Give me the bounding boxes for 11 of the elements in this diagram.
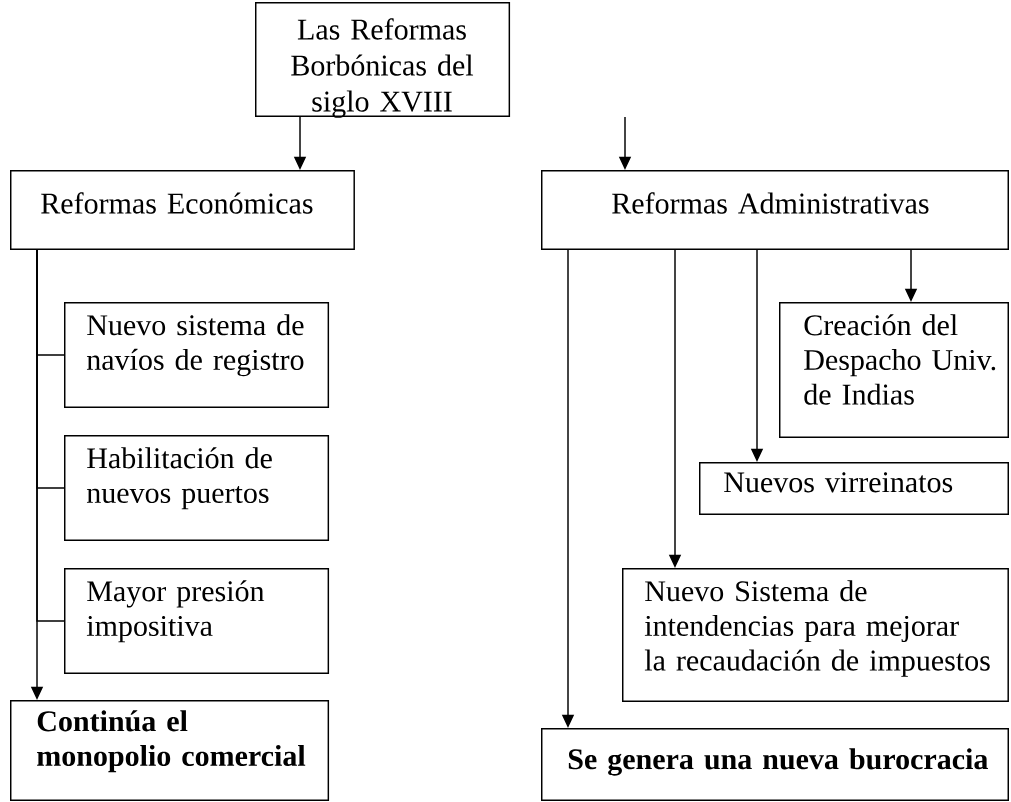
text-box: Se genera una nueva burocracia bbox=[541, 728, 1009, 801]
text-box: Nuevo sistema de navíos de registro bbox=[64, 302, 330, 408]
text-box: Nuevos virreinatos bbox=[699, 462, 1009, 515]
text-box: Creación del Despacho Univ. de Indias bbox=[779, 302, 1009, 438]
text-box: Continúa el monopolio comercial bbox=[10, 700, 330, 802]
title-box: Las Reformas Borbónicas del siglo XVIII bbox=[255, 2, 511, 118]
text-box: Reformas Económicas bbox=[10, 170, 355, 250]
text-box: Nuevo Sistema de intendencias para mejorar la recaudación de impuestos bbox=[622, 568, 1009, 702]
text-box: Mayor presión impositiva bbox=[64, 568, 330, 674]
text-box: Reformas Administrativas bbox=[541, 170, 1009, 250]
text-box: Habilitación de nuevos puertos bbox=[64, 435, 330, 541]
